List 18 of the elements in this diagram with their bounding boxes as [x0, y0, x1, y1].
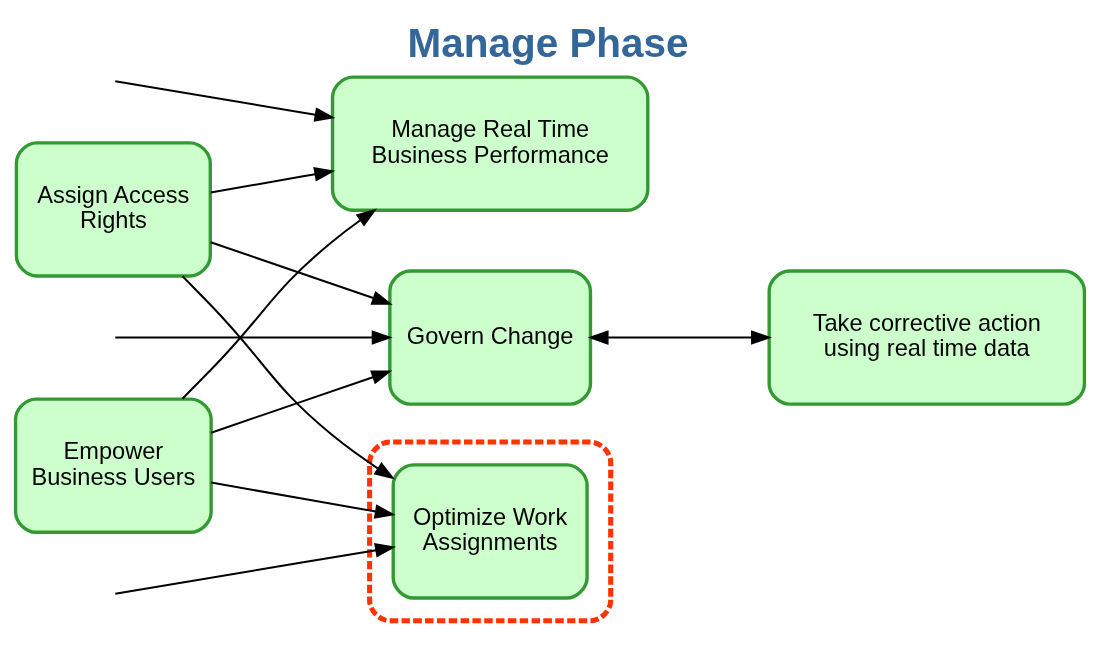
arrow: [587, 330, 772, 345]
arrow: [115, 543, 396, 595]
arrow: [210, 241, 393, 305]
node-box: Manage Real Time Business Performance: [330, 75, 650, 212]
cluster: [367, 439, 614, 624]
node-box: Assign Access Rights: [14, 141, 212, 278]
node-box: Optimize Work Assignments: [391, 463, 589, 600]
arrow: [211, 481, 396, 519]
arrow: [210, 370, 393, 434]
diagram-title: Manage Phase: [407, 20, 689, 67]
node-box: Take corrective action using real time data: [767, 269, 1087, 406]
arrow: [115, 330, 393, 345]
arrow: [210, 167, 336, 194]
arrow: [181, 208, 377, 400]
node-box: Empower Business Users: [13, 397, 213, 534]
node-box: Govern Change: [388, 269, 593, 406]
arrow: [115, 80, 336, 122]
arrow: [181, 275, 396, 480]
